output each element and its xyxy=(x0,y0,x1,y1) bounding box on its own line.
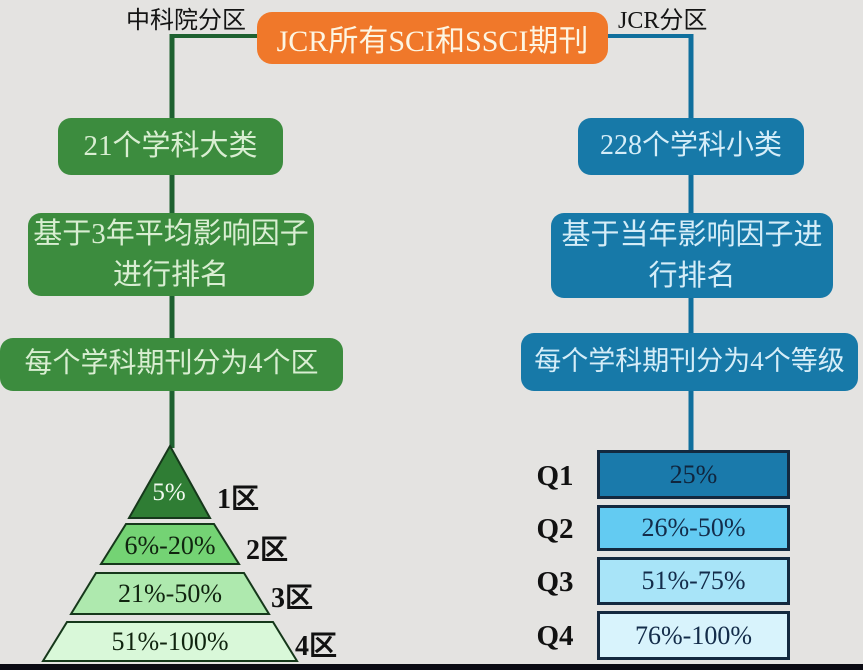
jcr-ranking-basis-box: 基于当年影响因子进 行排名 xyxy=(551,213,833,298)
zone-2-label: 2区 xyxy=(246,535,289,566)
jcr-ranking-basis-line2: 行排名 xyxy=(648,259,736,292)
pyramid-tier-4-range: 51%-100% xyxy=(111,627,229,656)
jcr-categories-text: 228个学科小类 xyxy=(599,130,782,162)
root-journals-box: JCR所有SCI和SSCI期刊 xyxy=(257,12,608,64)
q4-label: Q4 xyxy=(536,620,574,652)
cas-categories-text: 21个学科大类 xyxy=(83,130,258,163)
pyramid-tier-1-range: 5% xyxy=(152,479,186,506)
zone-4-label: 4区 xyxy=(295,631,338,662)
pyramid-tier-1-shape xyxy=(127,443,212,519)
cas-ranking-basis-box: 基于3年平均影响因子 进行排名 xyxy=(28,213,314,296)
cas-ranking-basis-line1: 基于3年平均影响因子 xyxy=(33,218,309,251)
q1-range-bar: 25% xyxy=(597,450,790,499)
pyramid-tier-3-range: 21%-50% xyxy=(118,579,222,608)
q1-label: Q1 xyxy=(536,460,574,492)
cas-four-zones-box: 每个学科期刊分为4个区 xyxy=(0,338,343,391)
cas-ranking-basis-line2: 进行排名 xyxy=(112,258,229,291)
pyramid-tier-4-shape xyxy=(41,621,299,662)
jcr-four-grades-box: 每个学科期刊分为4个等级 xyxy=(521,333,858,391)
q4-range-bar: 76%-100% xyxy=(597,611,790,660)
q3-label: Q3 xyxy=(536,566,574,598)
cas-categories-box: 21个学科大类 xyxy=(58,118,283,175)
jcr-categories-box: 228个学科小类 xyxy=(578,118,804,175)
q2-range-bar: 26%-50% xyxy=(597,505,790,551)
pyramid-tier-3-shape xyxy=(69,572,271,615)
q2-label: Q2 xyxy=(536,513,574,545)
zone-1-label: 1区 xyxy=(217,484,260,515)
cas-four-zones-text: 每个学科期刊分为4个区 xyxy=(24,348,319,380)
pyramid-tier-2-shape xyxy=(99,523,241,565)
q3-range-bar: 51%-75% xyxy=(597,557,790,605)
cas-partition-label: 中科院分区 xyxy=(126,8,246,34)
bottom-frame-edge xyxy=(0,664,863,670)
jcr-ranking-basis-line1: 基于当年影响因子进 xyxy=(561,219,823,252)
jcr-partition-label: JCR分区 xyxy=(618,8,708,34)
jcr-four-grades-text: 每个学科期刊分为4个等级 xyxy=(534,346,845,377)
pyramid-tier-2-range: 6%-20% xyxy=(124,531,216,560)
zone-3-label: 3区 xyxy=(271,583,314,614)
